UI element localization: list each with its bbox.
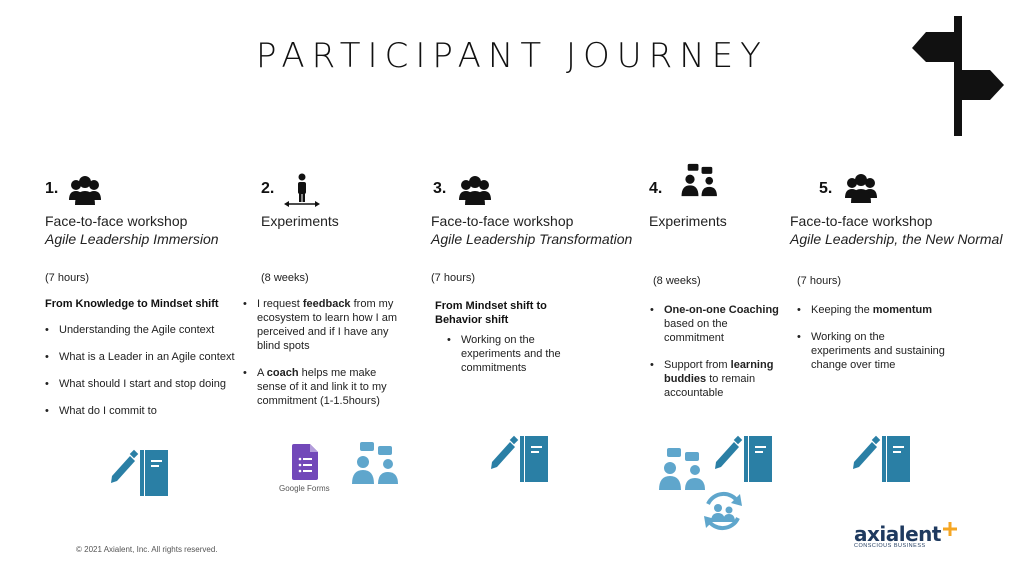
step-1-subtitle: From Knowledge to Mindset shift [45,298,219,310]
step-4-heading: Experiments [649,213,727,229]
list-item: Working on the experiments and the commi… [447,333,577,375]
step-5-subheading: Agile Leadership, the New Normal [790,231,1003,247]
step-4-bullets: One-on-one Coaching based on the commitm… [650,303,780,413]
notebook-pen-icon [852,434,912,484]
page-title: PARTICIPANT JOURNEY [256,36,768,76]
step-4-duration: (8 weeks) [653,275,701,287]
group-icon [457,176,493,206]
step-1-duration: (7 hours) [45,272,90,284]
step-5-number: 5. [819,180,833,197]
list-item: Support from learning buddies to remain … [650,358,780,400]
step-2-bullets: I request feedback from my ecosystem to … [243,297,403,421]
step-3-heading: Face-to-face workshop [431,213,574,229]
coaching-icon [350,440,402,486]
person-crossroads-icon [284,173,320,207]
list-item: Understanding the Agile context [45,323,245,337]
list-item: I request feedback from my ecosystem to … [243,297,403,353]
logo-mark-icon [943,522,957,536]
axialent-logo: axialent CONSCIOUS BUSINESS [854,522,957,549]
step-3-duration: (7 hours) [431,272,476,284]
list-item: One-on-one Coaching based on the commitm… [650,303,780,345]
step-1-bullets: Understanding the Agile context What is … [45,323,245,431]
step-3-subtitle: From Mindset shift to Behavior shift [435,300,547,326]
logo-tagline: CONSCIOUS BUSINESS [854,543,926,549]
group-icon [67,176,103,206]
step-2-number: 2. [261,180,275,197]
google-forms-label: Google Forms [279,484,330,493]
signpost-icon [912,16,1004,136]
copyright-text: © 2021 Axialent, Inc. All rights reserve… [76,545,218,554]
list-item: What do I commit to [45,404,245,418]
notebook-pen-icon [490,434,550,484]
list-item: Working on the experiments and sustainin… [797,330,947,372]
notebook-pen-icon [110,448,170,498]
step-1-heading: Face-to-face workshop [45,213,188,229]
step-5-duration: (7 hours) [797,275,842,287]
list-item: What is a Leader in an Agile context [45,350,245,364]
step-3-number: 3. [433,180,447,197]
step-2-duration: (8 weeks) [261,272,309,284]
step-5-bullets: Keeping the momentum Working on the expe… [797,303,947,385]
step-5-heading: Face-to-face workshop [790,213,933,229]
logo-text: axialent [854,522,941,546]
step-3-subheading: Agile Leadership Transformation [431,231,633,247]
list-item: Keeping the momentum [797,303,947,317]
step-3-bullets: Working on the experiments and the commi… [447,333,577,388]
step-2-heading: Experiments [261,213,339,229]
cycle-buddies-icon [704,491,742,531]
list-item: A coach helps me make sense of it and li… [243,366,403,408]
step-1-number: 1. [45,180,59,197]
coaching-icon [681,163,717,197]
google-forms-icon [292,444,318,480]
notebook-pen-icon [714,434,774,484]
group-icon [843,174,879,204]
step-4-number: 4. [649,180,663,197]
step-1-subheading: Agile Leadership Immersion [45,231,219,247]
list-item: What should I start and stop doing [45,377,245,391]
